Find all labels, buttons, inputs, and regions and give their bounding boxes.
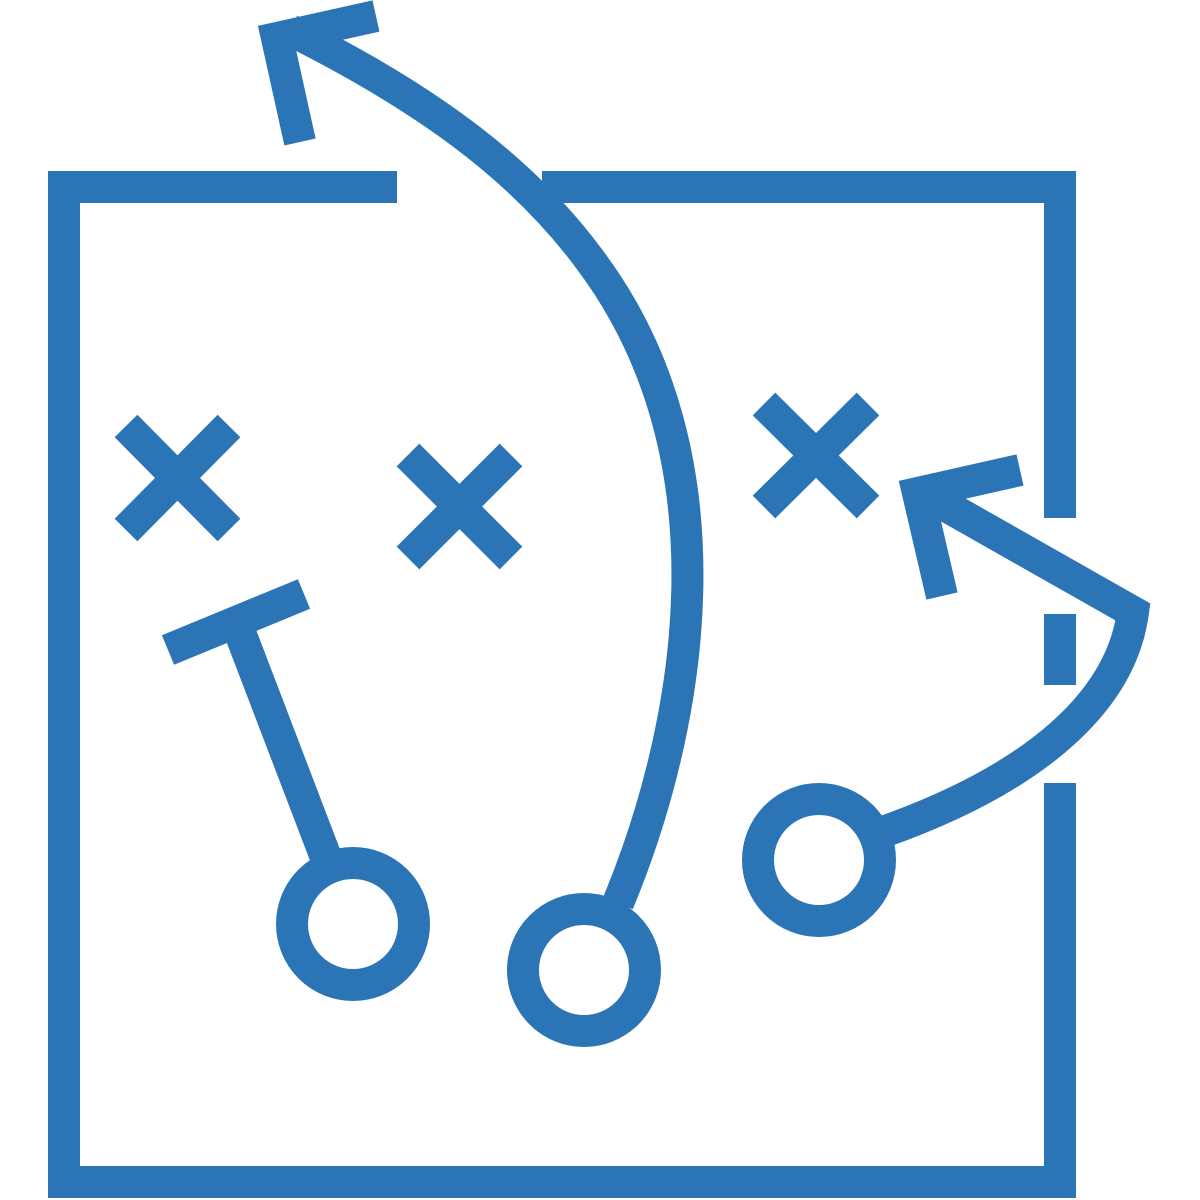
block-route-left (161, 579, 340, 861)
defender-x-center (396, 443, 523, 570)
arrowhead-curl-route (898, 454, 1024, 600)
field-frame-left-top (48, 171, 1076, 1198)
offense-o-right (742, 783, 896, 937)
curl-route-right (874, 454, 1151, 849)
offense-o-left (276, 847, 430, 1001)
deep-route-center (257, 0, 704, 910)
field-frame-right-top (542, 171, 1076, 518)
defender-x-right (752, 392, 880, 519)
defender-x-left (114, 414, 241, 542)
offense-o-center (507, 893, 661, 1047)
arrowhead-deep-route (257, 0, 380, 146)
